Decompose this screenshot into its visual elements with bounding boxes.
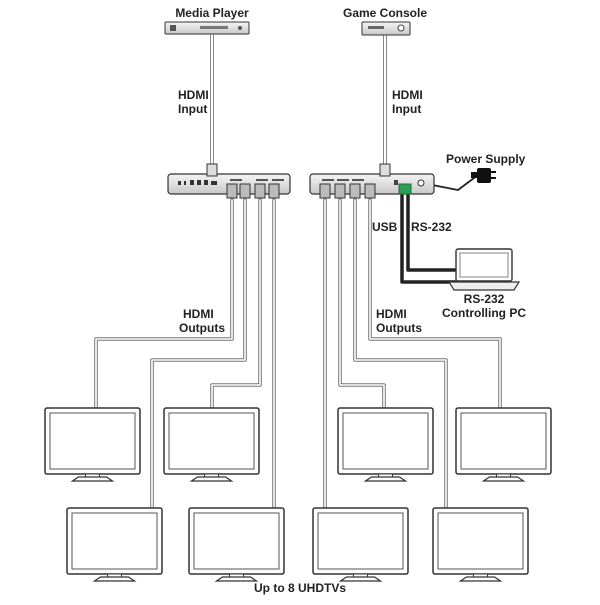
hdmi-outputs-label-left-line2: Outputs bbox=[179, 321, 225, 335]
rs232-port bbox=[398, 183, 412, 195]
tv-icon bbox=[337, 407, 434, 482]
tv-icon bbox=[66, 507, 163, 582]
pc-label-line2: Controlling PC bbox=[442, 306, 526, 320]
tv-icon bbox=[163, 407, 260, 482]
pc-label-line1: RS-232 bbox=[463, 292, 505, 306]
media-player-device bbox=[164, 21, 250, 35]
hdmi-output-cables-right bbox=[323, 198, 502, 514]
tv-icon bbox=[44, 407, 141, 482]
tv-group bbox=[44, 407, 552, 582]
hdmi-input-label-left-line2: Input bbox=[178, 102, 208, 116]
tv-icon bbox=[432, 507, 529, 582]
usb-cable bbox=[400, 190, 457, 284]
game-console-device bbox=[361, 21, 411, 36]
tv-icon bbox=[312, 507, 409, 582]
hdmi-outputs-label-right-line1: HDMI bbox=[376, 307, 407, 321]
tv-icon bbox=[455, 407, 552, 482]
media-player-label: Media Player bbox=[175, 6, 249, 20]
cables bbox=[94, 30, 502, 514]
power-supply-label: Power Supply bbox=[446, 152, 526, 166]
hdmi-outputs-label-left-line1: HDMI bbox=[183, 307, 214, 321]
usb-label: USB bbox=[372, 220, 398, 234]
matrix-unit-right bbox=[309, 163, 435, 199]
game-console-label: Game Console bbox=[342, 6, 428, 20]
power-supply-icon bbox=[471, 168, 496, 183]
hdmi-input-label-right-line2: Input bbox=[392, 102, 422, 116]
laptop-icon bbox=[447, 248, 521, 291]
footer-caption: Up to 8 UHDTVs bbox=[253, 581, 347, 595]
matrix-unit-left bbox=[167, 163, 291, 199]
hdmi-output-cables-left bbox=[94, 198, 276, 514]
hdmi-input-label-right-line1: HDMI bbox=[392, 88, 423, 102]
tv-icon bbox=[188, 507, 285, 582]
rs232-cable bbox=[406, 190, 457, 272]
hdmi-input-label-left-line1: HDMI bbox=[178, 88, 209, 102]
rs232-label: RS-232 bbox=[411, 220, 452, 234]
hdmi-outputs-label-right-line2: Outputs bbox=[376, 321, 422, 335]
